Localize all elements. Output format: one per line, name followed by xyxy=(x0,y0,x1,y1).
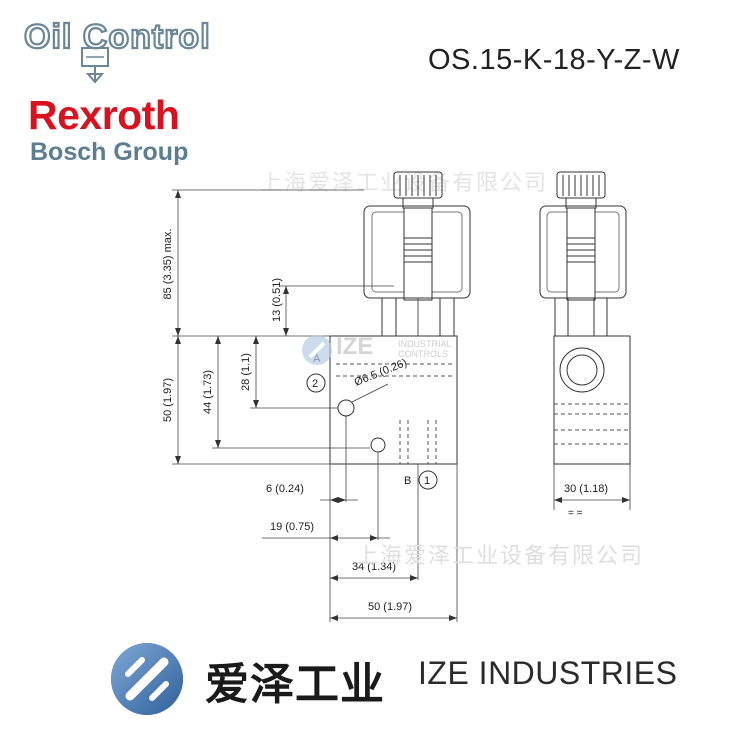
watermark-ize-text: IZE xyxy=(336,333,374,360)
dim-symmetry-marks: = = xyxy=(568,508,583,519)
port-marker-2-circle xyxy=(306,373,326,393)
side-hex-nut xyxy=(554,297,608,337)
footer-company-en: IZE INDUSTRIES xyxy=(418,655,678,691)
model-code: OS.15-K-18-Y-Z-W xyxy=(428,44,680,76)
front-hidden-lines xyxy=(336,363,452,464)
dim-top-offset: 13 (0.51) xyxy=(271,278,283,322)
dim-port-a-x: 6 (0.24) xyxy=(266,483,304,495)
front-valve-head xyxy=(363,171,471,337)
dim-port-b-x: 19 (0.75) xyxy=(270,521,314,533)
bosch-group-label: Bosch Group xyxy=(30,138,189,166)
dim-side-width: 30 (1.18) xyxy=(564,483,608,495)
dim-port-a-height: 28 (1.1) xyxy=(240,353,252,391)
dim-body-height: 50 (1.97) xyxy=(162,378,174,422)
side-valve-head xyxy=(539,171,627,337)
watermark-ize-logo-icon xyxy=(302,335,332,365)
watermark-ize-sub-line1: INDUSTRIAL xyxy=(398,339,452,349)
watermark-company-mid: 上海爱泽工业设备有限公司 xyxy=(356,543,645,568)
side-port-outer xyxy=(559,347,605,393)
oilcontrol-logo: Oil Control xyxy=(23,18,211,84)
dim-port-b-height: 44 (1.73) xyxy=(202,370,214,414)
dimension-arrowheads xyxy=(175,190,457,621)
port-marker-1: 1 xyxy=(424,475,430,487)
watermark-ize-subtext: INDUSTRIAL CONTROLS xyxy=(398,339,452,359)
side-body xyxy=(553,335,631,465)
ize-logo-icon xyxy=(111,643,183,715)
dim-body-width: 50 (1.97) xyxy=(368,601,412,613)
watermark-company-top: 上海爱泽工业设备有限公司 xyxy=(260,170,549,195)
port-label-b: B xyxy=(404,475,411,487)
front-mounting-hole xyxy=(337,399,355,417)
oilcontrol-logo-text: Oil Control xyxy=(24,18,211,56)
dim-hole-diameter: Ø6.5 (0.26) xyxy=(353,357,409,389)
side-dimension-lines xyxy=(553,464,631,510)
rexroth-logo: Rexroth xyxy=(28,92,180,138)
side-port-inner xyxy=(566,354,598,386)
front-body xyxy=(329,335,458,465)
front-port-hole xyxy=(370,437,386,453)
watermark-ize-sub-line2: CONTROLS xyxy=(398,349,449,359)
dim-port-center-x: 34 (1.34) xyxy=(352,561,396,573)
side-hidden-lines xyxy=(554,403,630,445)
dim-height-max: 85 (3.35) max. xyxy=(162,229,174,300)
oilcontrol-logo-arrow xyxy=(85,73,105,84)
front-dimension-lines xyxy=(172,189,458,622)
port-marker-2: 2 xyxy=(312,378,318,390)
footer-company-cn: 爱泽工业 xyxy=(205,659,385,710)
port-marker-1-circle xyxy=(418,470,438,490)
